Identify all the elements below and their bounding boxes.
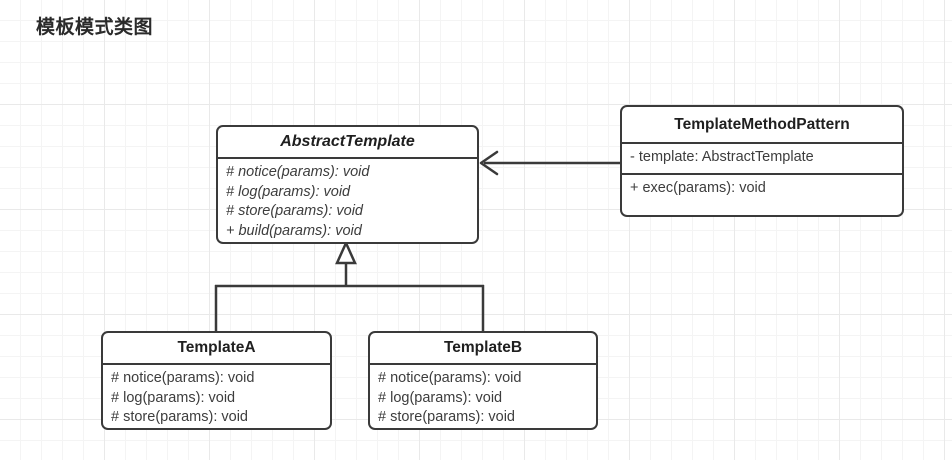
- class-member: - template: AbstractTemplate: [630, 149, 814, 165]
- class-member: # log(params): void: [378, 389, 503, 406]
- class-methods-templateb: # notice(params): void # log(params): vo…: [370, 365, 596, 428]
- uml-class-abstracttemplate[interactable]: AbstractTemplate # notice(params): void …: [216, 125, 479, 244]
- page-title: 模板模式类图: [36, 17, 154, 38]
- relation-association-templatemethodpattern-abstracttemplate: [479, 150, 620, 176]
- class-member: # log(params): void: [226, 183, 351, 200]
- class-member: # notice(params): void: [378, 370, 522, 386]
- uml-class-templatemethodpattern[interactable]: TemplateMethodPattern - template: Abstra…: [620, 105, 904, 217]
- class-title-templatemethodpattern: TemplateMethodPattern: [622, 107, 902, 144]
- class-methods-abstracttemplate: # notice(params): void # log(params): vo…: [218, 159, 477, 242]
- class-title-templatea: TemplateA: [103, 333, 330, 365]
- class-attributes-templatemethodpattern: - template: AbstractTemplate: [622, 144, 902, 173]
- class-member: # store(params): void: [378, 409, 515, 425]
- class-member: # log(params): void: [111, 389, 236, 406]
- class-methods-templatea: # notice(params): void # log(params): vo…: [103, 365, 330, 428]
- uml-class-templatea[interactable]: TemplateA # notice(params): void # log(p…: [101, 331, 332, 430]
- class-member: + exec(params): void: [630, 179, 766, 196]
- class-methods-templatemethodpattern: + exec(params): void: [622, 172, 902, 204]
- class-title-abstracttemplate: AbstractTemplate: [218, 127, 477, 159]
- class-member: + build(params): void: [226, 222, 362, 239]
- class-title-templateb: TemplateB: [370, 333, 596, 365]
- class-member: # store(params): void: [111, 409, 248, 425]
- class-member: # store(params): void: [226, 203, 363, 219]
- uml-class-templateb[interactable]: TemplateB # notice(params): void # log(p…: [368, 331, 598, 430]
- class-member: # notice(params): void: [226, 164, 370, 180]
- class-member: # notice(params): void: [111, 370, 255, 386]
- hollow-triangle-arrowhead-icon: [335, 239, 357, 265]
- open-arrowhead-icon: [479, 150, 499, 176]
- relation-generalization-tree: [214, 239, 485, 331]
